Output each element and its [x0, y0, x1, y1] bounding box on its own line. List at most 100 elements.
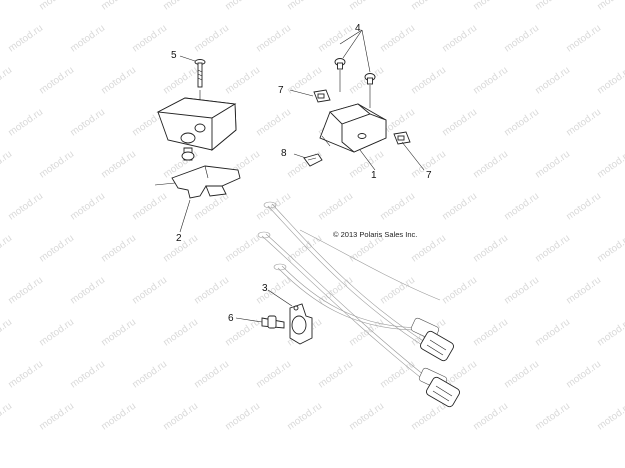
watermark-text: motod.ru — [254, 359, 293, 391]
copyright-notice: © 2013 Polaris Sales Inc. — [333, 230, 417, 239]
watermark-text: motod.ru — [347, 0, 386, 12]
watermark-text: motod.ru — [130, 23, 169, 55]
watermark-text: motod.ru — [316, 23, 355, 55]
callout-7-lower: 7 — [426, 170, 432, 181]
watermark-text: motod.ru — [471, 0, 510, 12]
watermark-text: motod.ru — [440, 23, 479, 55]
watermark-text: motod.ru — [161, 0, 200, 12]
watermark-text: motod.ru — [130, 359, 169, 391]
callout-8: 8 — [281, 148, 287, 159]
wire-harness — [257, 201, 460, 408]
watermark-text: motod.ru — [0, 233, 14, 265]
watermark-text: motod.ru — [0, 65, 14, 97]
watermark-text: motod.ru — [533, 65, 572, 97]
callout-4: 4 — [355, 23, 361, 34]
watermark-text: motod.ru — [6, 23, 45, 55]
part-7-nut-lower — [393, 131, 411, 145]
watermark-text: motod.ru — [595, 0, 625, 12]
watermark-text: motod.ru — [192, 23, 231, 55]
part-3-clamp — [289, 303, 313, 345]
callout-1: 1 — [371, 170, 377, 181]
callout-7-upper: 7 — [278, 85, 284, 96]
watermark-text: motod.ru — [564, 275, 603, 307]
watermark-text: motod.ru — [0, 401, 14, 433]
watermark-text: motod.ru — [192, 359, 231, 391]
watermark-text: motod.ru — [223, 401, 262, 433]
watermark-text: motod.ru — [533, 401, 572, 433]
watermark-text: motod.ru — [6, 275, 45, 307]
watermark-text: motod.ru — [254, 191, 293, 223]
watermark-text: motod.ru — [316, 191, 355, 223]
part-8-clip — [303, 153, 323, 167]
watermark-text: motod.ru — [595, 65, 625, 97]
watermark-text: motod.ru — [409, 65, 448, 97]
connector-upper — [410, 317, 454, 362]
watermark-text: motod.ru — [316, 275, 355, 307]
watermark-text: motod.ru — [533, 317, 572, 349]
watermark-text: motod.ru — [347, 401, 386, 433]
watermark-text: motod.ru — [37, 65, 76, 97]
watermark-text: motod.ru — [0, 317, 14, 349]
watermark-text: motod.ru — [254, 23, 293, 55]
watermark-text: motod.ru — [130, 275, 169, 307]
watermark-text: motod.ru — [564, 107, 603, 139]
watermark-text: motod.ru — [192, 275, 231, 307]
watermark-text: motod.ru — [409, 0, 448, 12]
watermark-text: motod.ru — [6, 191, 45, 223]
watermark-text: motod.ru — [0, 149, 14, 181]
watermark-text: motod.ru — [595, 233, 625, 265]
watermark-text: motod.ru — [285, 401, 324, 433]
watermark-text: motod.ru — [471, 65, 510, 97]
watermark-text: motod.ru — [595, 317, 625, 349]
watermark-text: motod.ru — [347, 65, 386, 97]
watermark-text: motod.ru — [161, 65, 200, 97]
watermark-text: motod.ru — [99, 65, 138, 97]
watermark-text: motod.ru — [37, 233, 76, 265]
watermark-text: motod.ru — [37, 149, 76, 181]
part-7-nut-upper — [313, 89, 331, 103]
part-6-bolt — [261, 315, 285, 329]
watermark-text: motod.ru — [254, 107, 293, 139]
watermark-text: motod.ru — [285, 0, 324, 12]
watermark-text: motod.ru — [378, 275, 417, 307]
watermark-text: motod.ru — [440, 275, 479, 307]
watermark-text: motod.ru — [0, 0, 14, 12]
watermark-text: motod.ru — [37, 401, 76, 433]
leader-lines — [179, 29, 425, 323]
callout-3: 3 — [262, 283, 268, 294]
watermark-text: motod.ru — [471, 317, 510, 349]
watermark-text: motod.ru — [471, 401, 510, 433]
part-2-clip — [154, 165, 241, 199]
watermark-text: motod.ru — [99, 317, 138, 349]
control-module — [156, 90, 237, 161]
watermark-text: motod.ru — [68, 107, 107, 139]
watermark-text: motod.ru — [533, 0, 572, 12]
watermark-text: motod.ru — [68, 275, 107, 307]
watermark-text: motod.ru — [6, 359, 45, 391]
watermark-text: motod.ru — [99, 233, 138, 265]
watermark-text: motod.ru — [378, 191, 417, 223]
callout-5: 5 — [171, 50, 177, 61]
watermark-text: motod.ru — [99, 149, 138, 181]
watermark-text: motod.ru — [502, 275, 541, 307]
watermark-text: motod.ru — [564, 23, 603, 55]
watermark-text: motod.ru — [68, 359, 107, 391]
callout-labels: 5 4 7 8 1 7 2 3 6 — [171, 23, 432, 324]
watermark-text: motod.ru — [223, 233, 262, 265]
watermark-text: motod.ru — [409, 401, 448, 433]
watermark-text: motod.ru — [440, 191, 479, 223]
watermark-text: motod.ru — [471, 233, 510, 265]
watermark-text: motod.ru — [316, 359, 355, 391]
watermark-text: motod.ru — [285, 149, 324, 181]
watermark-text: motod.ru — [223, 65, 262, 97]
watermark-text: motod.ru — [502, 359, 541, 391]
watermark-text: motod.ru — [130, 191, 169, 223]
watermark-text: motod.ru — [99, 0, 138, 12]
watermark-text: motod.ru — [37, 317, 76, 349]
watermark-text: motod.ru — [99, 401, 138, 433]
watermark-text: motod.ru — [378, 23, 417, 55]
watermark-text: motod.ru — [564, 191, 603, 223]
watermark-text: motod.ru — [533, 149, 572, 181]
